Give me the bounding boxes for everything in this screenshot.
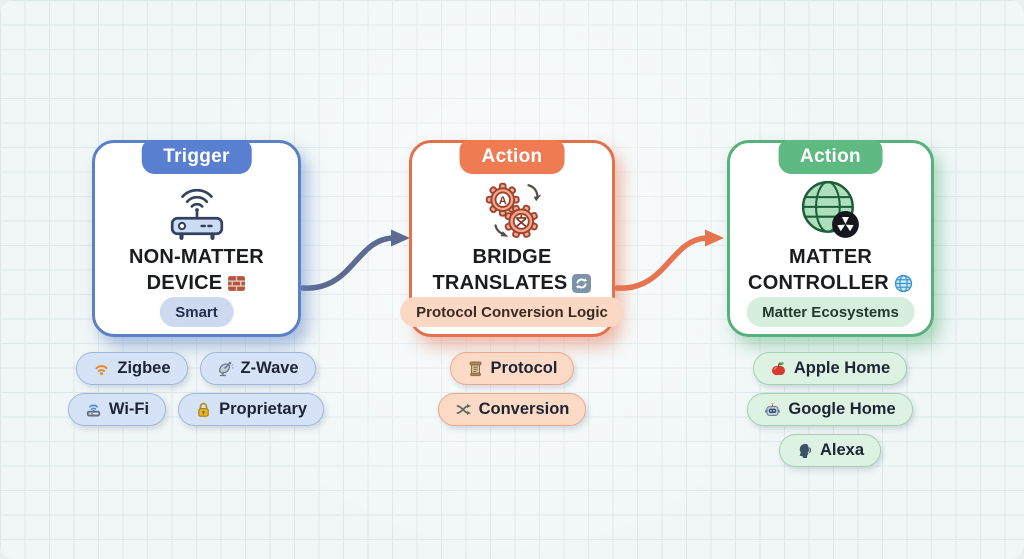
refresh-arrows-icon [572, 273, 592, 293]
scroll-icon [469, 361, 482, 377]
robot-icon [765, 402, 781, 416]
arrow-bridge-to-controller [614, 235, 709, 291]
card-title: NON-MATTER DEVICE [129, 246, 264, 294]
tag-apple-home: Apple Home [752, 352, 908, 385]
tags-non-matter-device: Zigbee Z-Wave [51, 352, 341, 426]
card-title: MATTER CONTROLLER [748, 244, 913, 296]
tags-bridge-translates: Protocol Conversion [392, 352, 632, 426]
speaking-head-icon [799, 443, 811, 458]
step-label-action-2: Action [778, 139, 883, 174]
translate-gears-icon: A [478, 177, 546, 243]
matter-globe-icon [796, 177, 866, 243]
tag-zigbee: Zigbee [76, 352, 188, 385]
card-subtitle-badge: Smart [159, 297, 234, 327]
card-bridge-translates: Action [400, 139, 624, 337]
tag-z-wave: Z-Wave [199, 352, 316, 385]
tag-proprietary: Proprietary [178, 393, 325, 426]
apple-icon [771, 362, 785, 376]
padlock-icon [198, 402, 209, 417]
satellite-dish-icon [218, 361, 234, 377]
tag-google-home: Google Home [747, 393, 913, 426]
step-label-action-1: Action [459, 139, 565, 174]
shuffle-arrows-icon [456, 404, 471, 415]
brick-icon [228, 275, 246, 291]
arrow-device-to-bridge-head [391, 229, 410, 247]
tag-wi-fi: Wi-Fi [67, 393, 167, 426]
tags-matter-controller: Apple Home Google Home [705, 352, 955, 467]
step-label-trigger: Trigger [141, 139, 252, 174]
wireless-router-icon [163, 177, 231, 243]
card-subtitle-badge: Matter Ecosystems [746, 297, 915, 327]
arrow-bridge-to-controller-head [705, 229, 724, 247]
svg-text:A: A [499, 195, 507, 207]
wifi-router-icon [86, 404, 100, 417]
globe-icon [894, 274, 913, 292]
zigbee-signal-icon [95, 365, 108, 376]
card-title: BRIDGE TRANSLATES [433, 244, 592, 296]
tag-conversion: Conversion [437, 393, 587, 426]
card-matter-controller: Action MATTER CONTROLLER [727, 139, 934, 337]
tag-alexa: Alexa [778, 434, 882, 467]
card-non-matter-device: Trigger NON-MATTER DEVICE [92, 139, 301, 337]
tag-protocol: Protocol [449, 352, 575, 385]
card-subtitle-badge: Protocol Conversion Logic [400, 297, 624, 327]
arrow-device-to-bridge [300, 235, 395, 291]
